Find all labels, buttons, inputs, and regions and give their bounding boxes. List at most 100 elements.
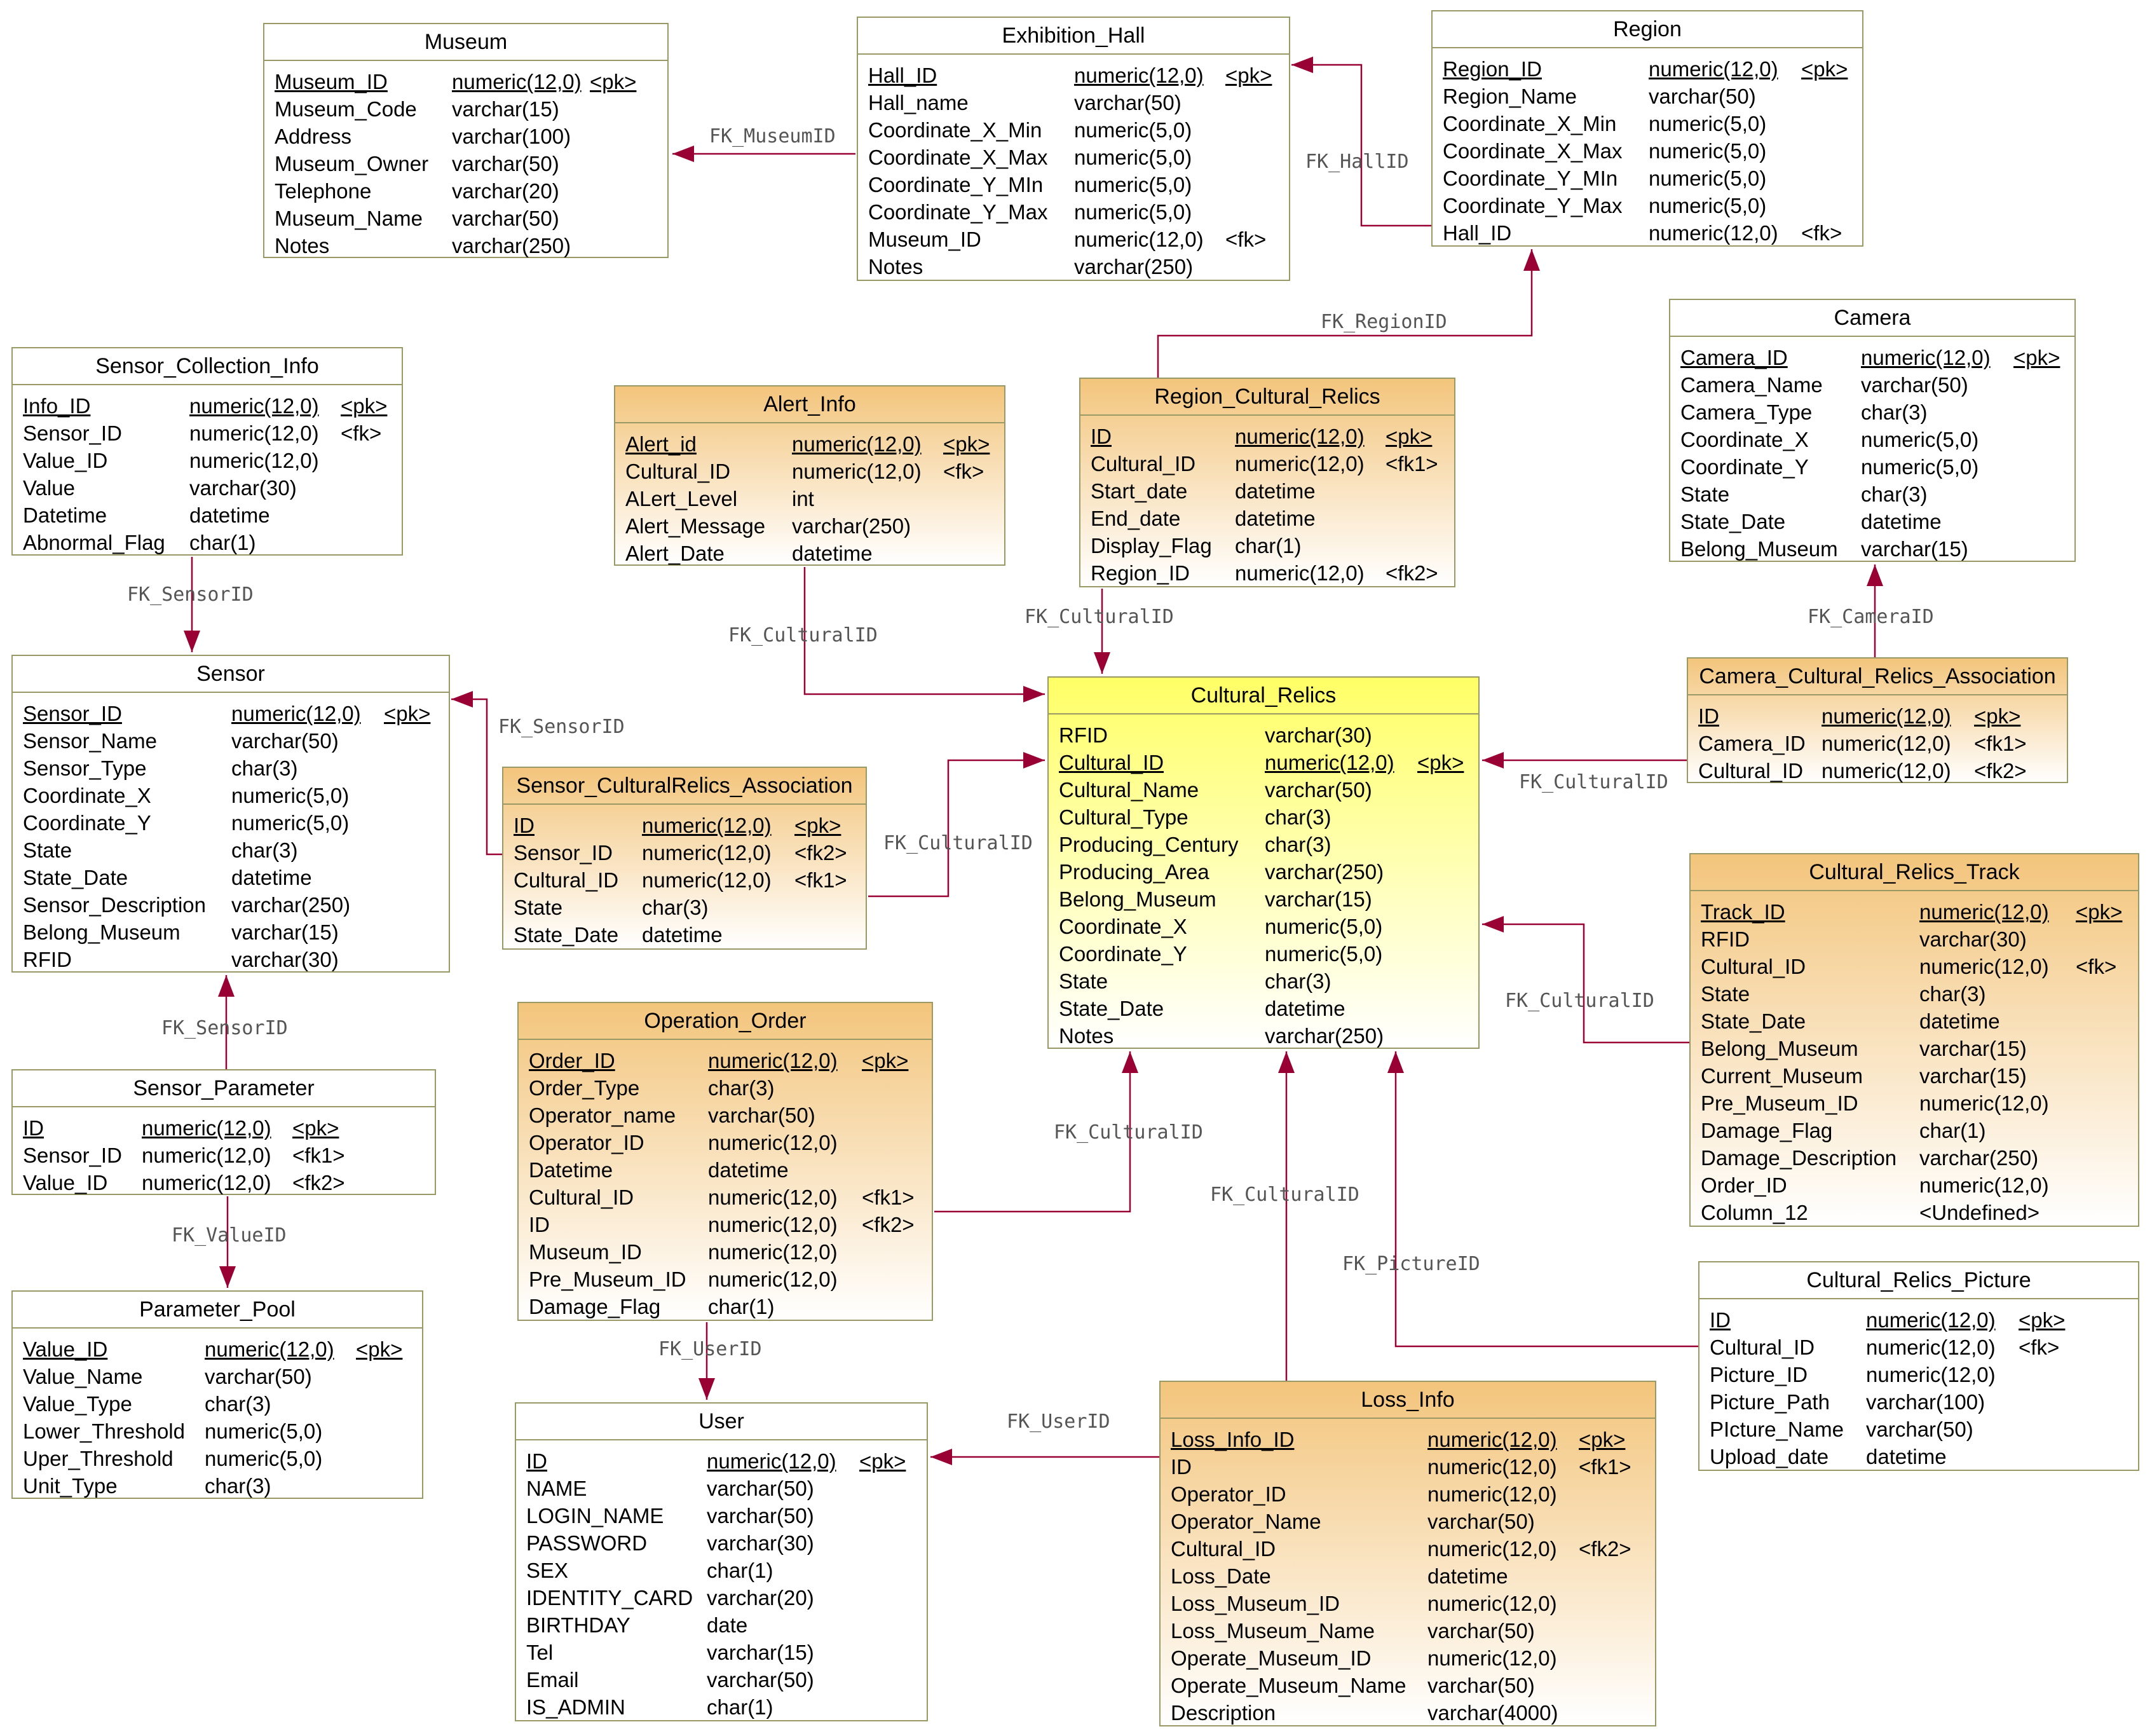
relationship-line	[1394, 1051, 1698, 1348]
column-name: Loss_Museum_ID	[1171, 1592, 1340, 1615]
relationship-fk-culturalid-loss[interactable]: FK_CulturalID	[1210, 1051, 1359, 1381]
column-type: numeric(12,0)	[1265, 751, 1394, 774]
column-name: Museum_ID	[529, 1240, 642, 1264]
column-name: ID	[1091, 425, 1112, 448]
relationship-line	[934, 1051, 1131, 1213]
column-type: numeric(12,0)	[1427, 1428, 1557, 1451]
arrowhead-icon	[698, 1378, 715, 1400]
entity-title: Camera_Cultural_Relics_Association	[1688, 659, 2067, 695]
column-type: varchar(30)	[231, 948, 339, 971]
column-type: numeric(5,0)	[1074, 118, 1192, 142]
entity-title: Exhibition_Hall	[858, 18, 1289, 55]
column-name: State	[1059, 969, 1108, 993]
column-type: varchar(20)	[452, 179, 559, 203]
column-name: Alert_Date	[625, 542, 725, 565]
column-type: numeric(12,0)	[1919, 900, 2049, 924]
column-name: IS_ADMIN	[526, 1695, 625, 1719]
relationship-fk-culturalid-camera-assoc[interactable]: FK_CulturalID	[1482, 752, 1687, 793]
column-name: Value_Name	[23, 1365, 143, 1388]
relationship-fk-regionid[interactable]: FK_RegionID	[1157, 249, 1540, 378]
column-key: <fk2>	[862, 1213, 915, 1236]
column-type: varchar(250)	[792, 514, 911, 538]
relationship-fk-cameraid[interactable]: FK_CameraID	[1808, 564, 1934, 657]
column-type: numeric(12,0)	[1427, 1482, 1557, 1506]
column-type: varchar(50)	[1861, 373, 1968, 397]
relationship-fk-sensorid-parameter[interactable]: FK_SensorID	[161, 975, 288, 1069]
column-type: datetime	[1866, 1445, 1947, 1468]
relationship-label: FK_ValueID	[172, 1224, 287, 1247]
relationship-fk-userid-loss[interactable]: FK_UserID	[930, 1411, 1159, 1465]
relationship-fk-userid-order[interactable]: FK_UserID	[658, 1322, 762, 1400]
column-name: BIRTHDAY	[526, 1613, 630, 1637]
relationship-fk-culturalid-track[interactable]: FK_CulturalID	[1482, 916, 1689, 1044]
column-type: numeric(12,0)	[1861, 346, 1991, 369]
column-type: varchar(50)	[452, 207, 559, 230]
relationship-fk-culturalid-order[interactable]: FK_CulturalID	[934, 1051, 1203, 1213]
entity-title: Sensor_Parameter	[13, 1070, 435, 1107]
relationship-label: FK_CulturalID	[1210, 1184, 1359, 1206]
relationship-fk-sensorid-association[interactable]: FK_SensorID	[451, 691, 625, 856]
entity-title: Camera	[1670, 300, 2074, 337]
relationship-fk-hallid[interactable]: FK_HallID	[1291, 57, 1431, 227]
column-key: <pk>	[859, 1449, 906, 1473]
column-key: <pk>	[943, 432, 990, 456]
column-type: numeric(12,0)	[792, 432, 922, 456]
column-type: varchar(30)	[189, 476, 297, 500]
relationship-fk-sensorid-collection[interactable]: FK_SensorID	[127, 557, 254, 652]
column-type: numeric(12,0)	[708, 1268, 838, 1291]
column-type: varchar(50)	[1427, 1510, 1535, 1533]
column-type: numeric(5,0)	[205, 1419, 323, 1443]
column-name: Coordinate_Y_MIn	[868, 173, 1044, 196]
column-name: End_date	[1091, 507, 1181, 530]
relationship-fk-culturalid-alert[interactable]: FK_CulturalID	[728, 567, 1045, 702]
column-name: Region_ID	[1091, 561, 1190, 585]
relationship-fk-museumid[interactable]: FK_MuseumID	[672, 125, 855, 162]
arrowhead-icon	[1867, 564, 1883, 586]
relationship-fk-pictureid[interactable]: FK_PictureID	[1342, 1051, 1698, 1348]
column-name: Upload_date	[1710, 1445, 1829, 1468]
relationship-fk-culturalid-region[interactable]: FK_CulturalID	[1025, 589, 1174, 674]
column-type: numeric(12,0)	[1866, 1336, 1996, 1359]
relationship-fk-culturalid-sensor-assoc[interactable]: FK_CulturalID	[868, 752, 1045, 898]
column-name: Uper_Threshold	[23, 1447, 174, 1470]
relationship-fk-valueid[interactable]: FK_ValueID	[172, 1196, 287, 1288]
column-type: numeric(5,0)	[1074, 146, 1192, 169]
column-name: Producing_Century	[1059, 833, 1239, 856]
column-name: Region_ID	[1443, 57, 1542, 81]
